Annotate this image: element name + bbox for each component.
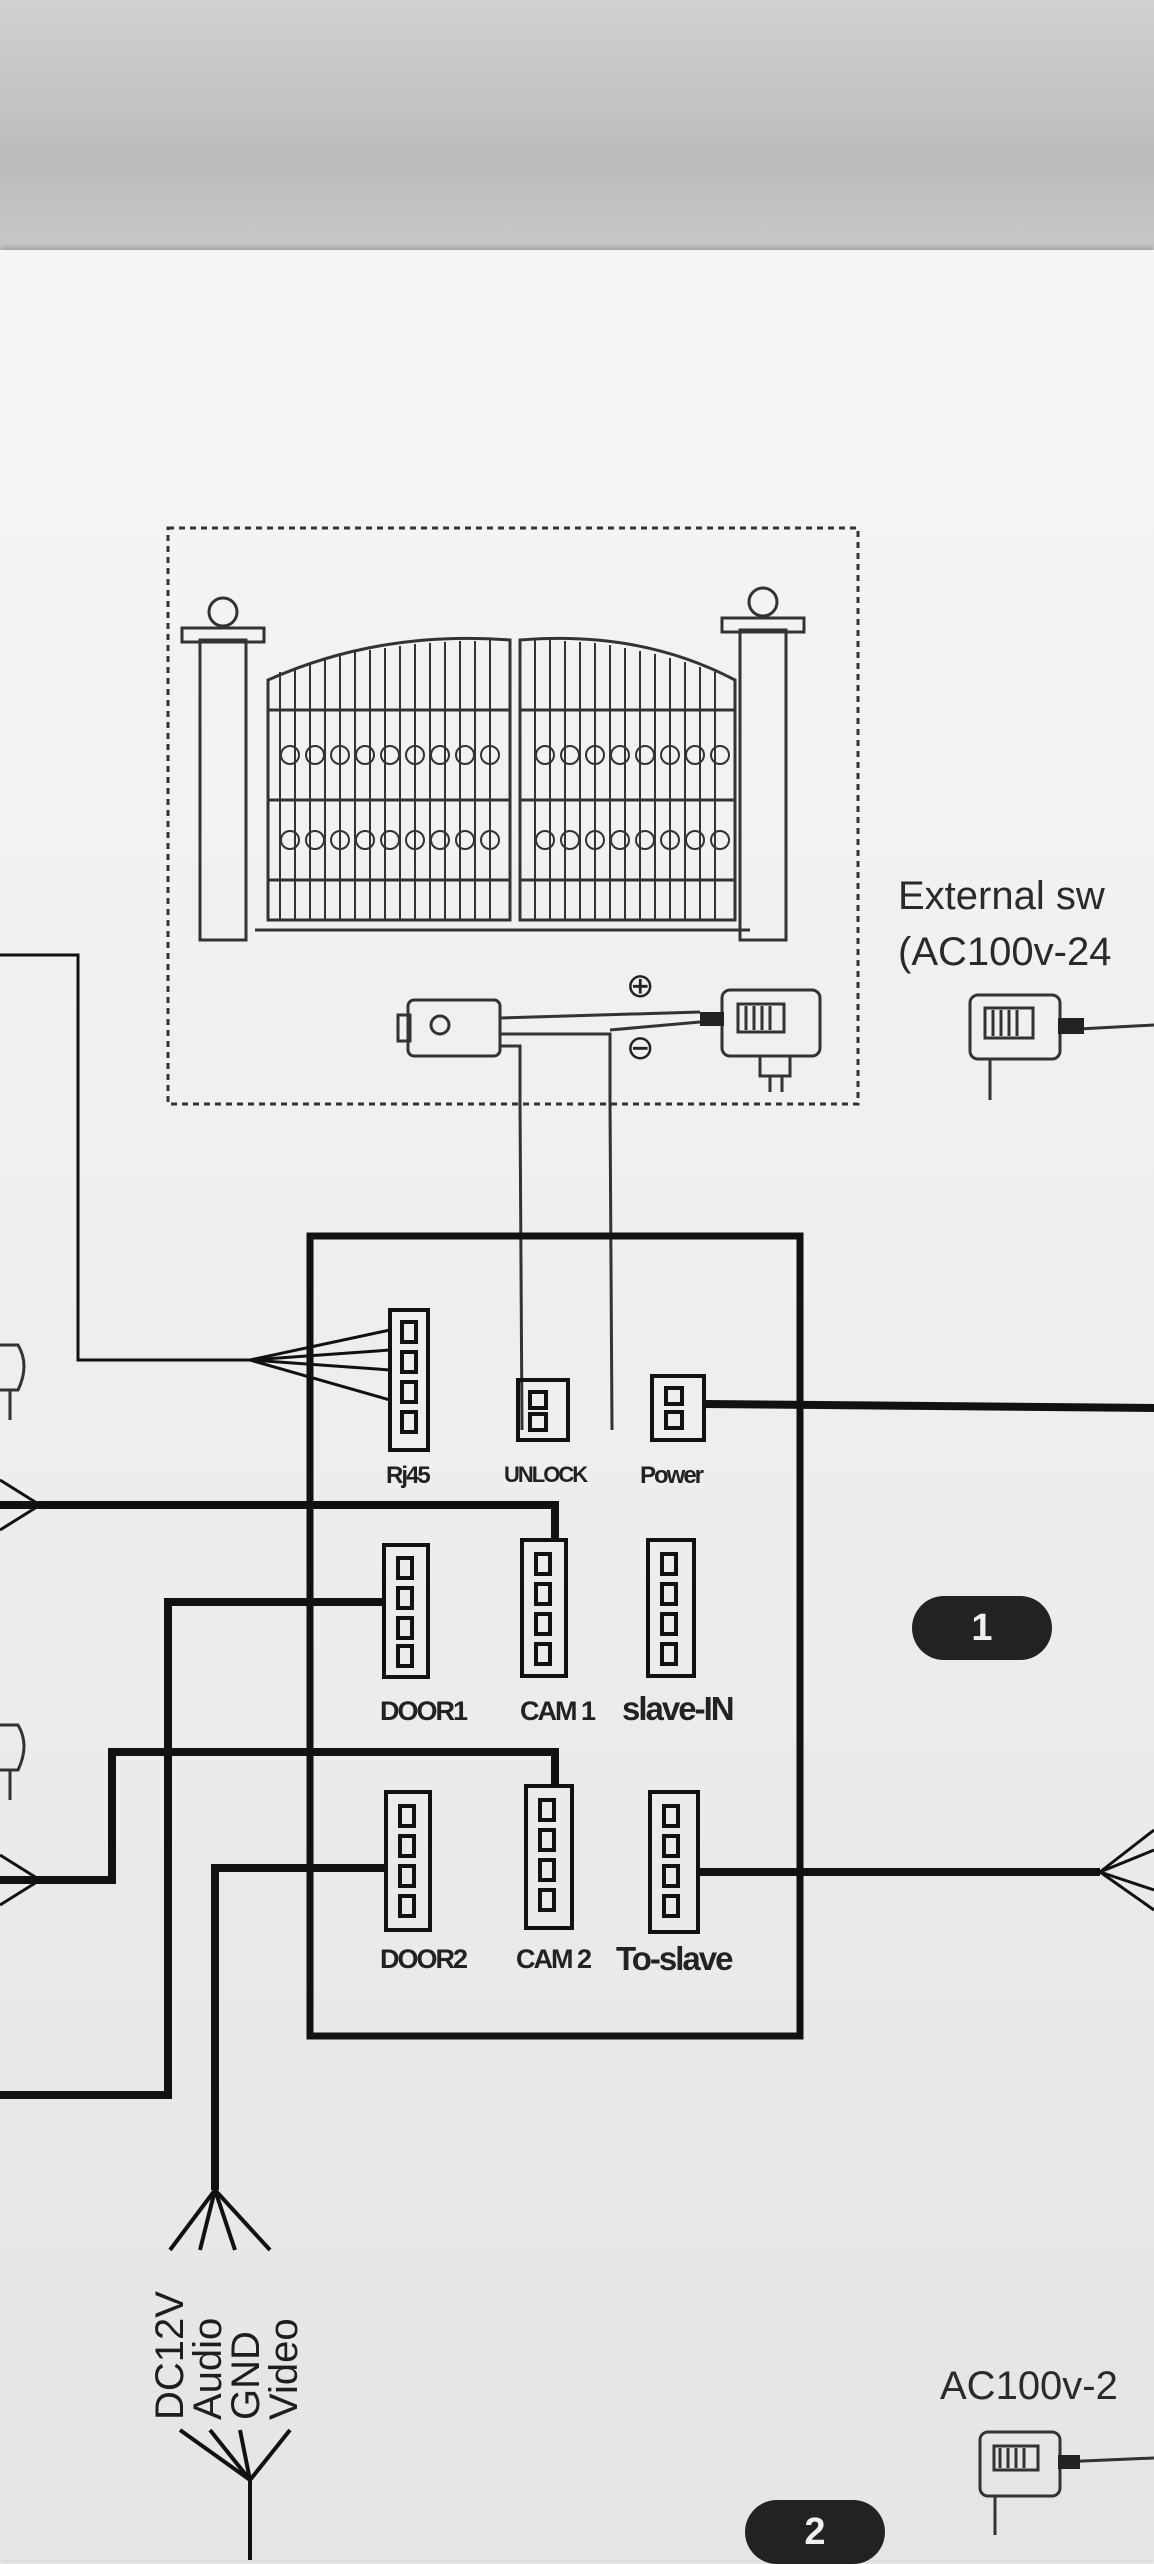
external-switch-plug: [1058, 1018, 1084, 1034]
lock-power-adapter-icon: [720, 988, 822, 1092]
external-switch-label-line1: External sw: [898, 874, 1105, 918]
electric-lock-icon: [396, 998, 502, 1058]
port-label-to-slave: To-slave: [616, 1940, 733, 1977]
adapter-plug: [700, 1012, 724, 1026]
bottom-ac-adapter-icon: [978, 2430, 1154, 2535]
connector-to-slave: [648, 1790, 700, 1934]
thick-wires: [0, 1400, 1154, 2190]
connector-cam1: [520, 1538, 568, 1678]
minus-symbol: ⊖: [626, 1029, 655, 1067]
plus-symbol: ⊕: [626, 967, 655, 1005]
wire-label-video: Video: [262, 2318, 306, 2420]
external-switch-label-line2: (AC100v-24: [898, 930, 1112, 974]
gate-bars: [279, 640, 716, 920]
step-badge-2: 2: [745, 2500, 885, 2564]
port-label-cam2: CAM 2: [516, 1944, 592, 1974]
control-board-box: [306, 1232, 804, 2040]
connector-door2: [384, 1790, 432, 1932]
port-label-door2: DOOR2: [380, 1944, 468, 1974]
port-label-unlock: UNLOCK: [504, 1462, 588, 1487]
lock-wires: [499, 1010, 701, 1431]
connector-door1: [382, 1543, 430, 1679]
bottom-ac-plug: [1058, 2455, 1080, 2469]
bottom-supply-label: AC100v-2: [940, 2364, 1118, 2408]
connector-unlock: [516, 1378, 570, 1442]
gate-rings: [280, 745, 730, 850]
gate-dashed-box: [166, 526, 860, 1106]
port-label-cam1: CAM 1: [520, 1696, 596, 1726]
thin-wires: [0, 953, 1154, 1912]
connector-power: [650, 1374, 706, 1442]
step-badge-1: 1: [912, 1596, 1052, 1660]
port-label-power: Power: [640, 1462, 704, 1489]
left-plug-icons: [0, 1343, 26, 1800]
background-cloth: [0, 0, 1154, 270]
port-label-slave-in: slave-IN: [622, 1690, 735, 1727]
connector-slave-in: [646, 1538, 696, 1678]
connector-rj45: [388, 1308, 430, 1452]
external-switch-adapter-icon: [968, 993, 1154, 1100]
port-label-door1: DOOR1: [380, 1696, 468, 1726]
port-label-rj45: Rj45: [386, 1462, 431, 1489]
bottom-wire-fan: [168, 2188, 292, 2560]
connector-cam2: [524, 1784, 574, 1930]
